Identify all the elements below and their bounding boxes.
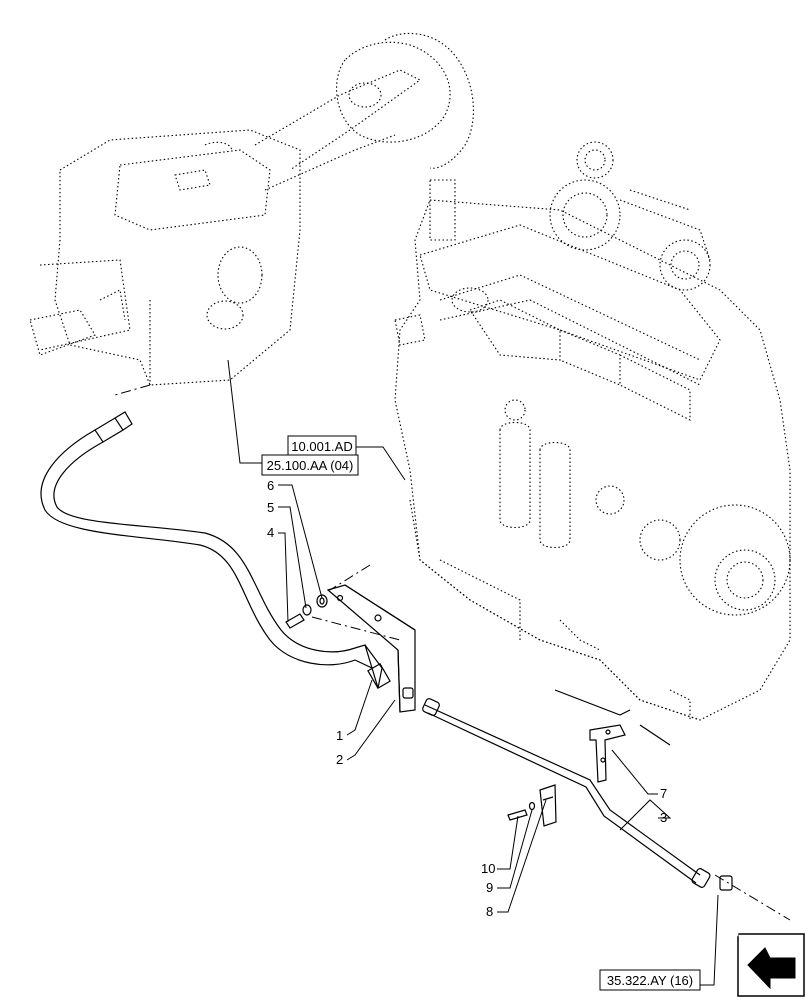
- ref-box-engine[interactable]: 10.001.AD: [287, 435, 357, 457]
- back-arrow-icon[interactable]: [723, 908, 805, 997]
- fasteners-4-5-6: [285, 594, 328, 629]
- mounting-plate: [311, 584, 416, 713]
- leader-lines: [227, 359, 719, 986]
- rigid-pipe: [422, 698, 791, 921]
- callout-1: 1: [336, 728, 343, 743]
- callout-numbers: 1 2 3 4 5 6 7 8 9 10: [267, 478, 667, 919]
- ref-box-axle[interactable]: 25.100.AA (04): [261, 454, 359, 476]
- support-bracket: [554, 689, 671, 783]
- ref-box-pipe[interactable]: 35.322.AY (16): [599, 969, 701, 991]
- callout-8: 8: [486, 904, 493, 919]
- callout-6: 6: [267, 478, 274, 493]
- callout-10: 10: [481, 861, 495, 876]
- callout-2: 2: [336, 752, 343, 767]
- callout-7: 7: [660, 786, 667, 801]
- front-axle-housing: [29, 32, 474, 386]
- axis-line-1: [114, 384, 151, 396]
- callout-9: 9: [486, 880, 493, 895]
- callout-4: 4: [267, 525, 274, 540]
- callout-3: 3: [660, 810, 667, 825]
- engine-block: [394, 141, 791, 721]
- clamp-assembly: [507, 784, 557, 827]
- ref-engine-text: 10.001.AD: [291, 439, 352, 454]
- callout-5: 5: [267, 500, 274, 515]
- axis-line-2: [329, 564, 371, 591]
- flexible-hose: [40, 411, 391, 689]
- ref-pipe-text: 35.322.AY (16): [607, 973, 693, 988]
- ref-axle-text: 25.100.AA (04): [267, 458, 354, 473]
